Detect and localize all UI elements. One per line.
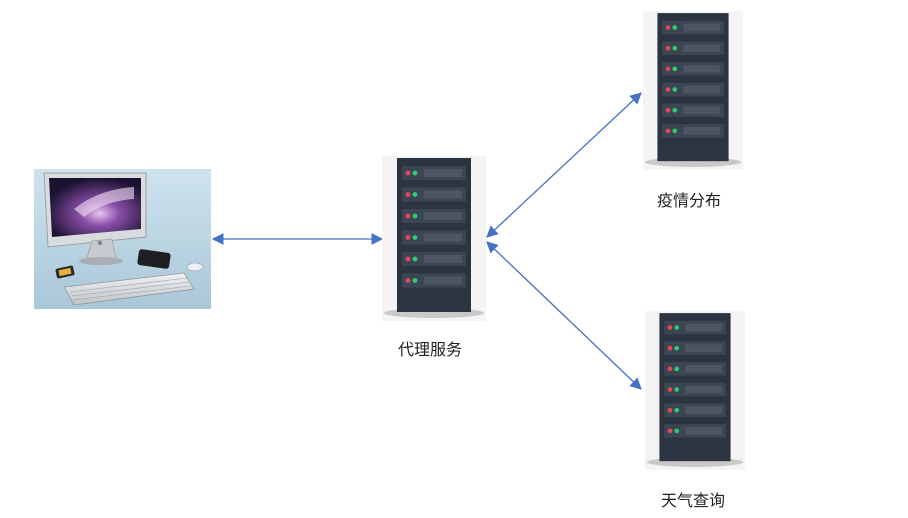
led-green-icon	[412, 213, 418, 219]
led-green-icon	[674, 428, 680, 434]
server-unit-panel	[683, 65, 720, 73]
led-red-icon	[405, 278, 411, 283]
server-unit-panel	[424, 169, 462, 177]
led-green-icon	[674, 325, 680, 330]
led-red-icon	[667, 345, 673, 351]
led-green-icon	[672, 25, 678, 30]
server-unit-panel	[685, 427, 722, 435]
led-green-icon	[674, 387, 680, 392]
led-green-icon	[674, 366, 680, 372]
led-green-icon	[674, 407, 680, 413]
server-unit-panel	[683, 106, 720, 115]
led-red-icon	[405, 192, 411, 197]
server-unit-panel	[424, 190, 462, 199]
server-unit-panel	[683, 23, 720, 32]
led-red-icon	[405, 235, 411, 240]
led-green-icon	[412, 235, 418, 240]
server-unit-panel	[685, 406, 722, 415]
led-green-icon	[672, 107, 678, 113]
led-red-icon	[667, 407, 673, 413]
server-unit-panel	[685, 365, 722, 373]
server-rack-icon	[643, 11, 743, 170]
led-red-icon	[665, 128, 671, 134]
proxy-label: 代理服务	[398, 340, 463, 359]
desktop-computer-icon	[34, 169, 211, 309]
led-red-icon	[665, 87, 671, 92]
led-red-icon	[665, 45, 671, 51]
epidemic-label: 疫情分布	[657, 191, 722, 210]
led-green-icon	[412, 170, 418, 176]
server-unit-panel	[424, 255, 462, 263]
led-red-icon	[667, 387, 673, 392]
server-unit-panel	[683, 127, 720, 135]
led-red-icon	[405, 213, 411, 219]
server-unit-panel	[424, 233, 462, 242]
server-rack-icon	[645, 311, 745, 470]
led-red-icon	[665, 107, 671, 113]
server-unit-panel	[685, 344, 722, 353]
server-unit-panel	[685, 323, 722, 332]
led-red-icon	[405, 256, 411, 262]
led-green-icon	[412, 278, 418, 283]
server-unit-panel	[424, 212, 462, 220]
led-green-icon	[412, 192, 418, 197]
led-red-icon	[667, 325, 673, 330]
led-green-icon	[412, 256, 418, 262]
weather-label: 天气查询	[661, 491, 726, 510]
led-green-icon	[674, 345, 680, 351]
led-green-icon	[672, 87, 678, 92]
server-unit-panel	[683, 85, 720, 94]
server-unit-panel	[683, 44, 720, 53]
led-red-icon	[667, 366, 673, 372]
led-green-icon	[672, 66, 678, 72]
server-unit-panel	[685, 385, 722, 394]
arrow-proxy-weather	[486, 241, 642, 390]
led-red-icon	[665, 66, 671, 72]
arrow-proxy-epidemic	[486, 92, 642, 238]
server-rack-icon	[382, 156, 486, 321]
led-red-icon	[665, 25, 671, 30]
led-red-icon	[667, 428, 673, 434]
led-green-icon	[672, 45, 678, 51]
led-red-icon	[405, 170, 411, 176]
led-green-icon	[672, 128, 678, 134]
server-unit-panel	[424, 276, 462, 285]
